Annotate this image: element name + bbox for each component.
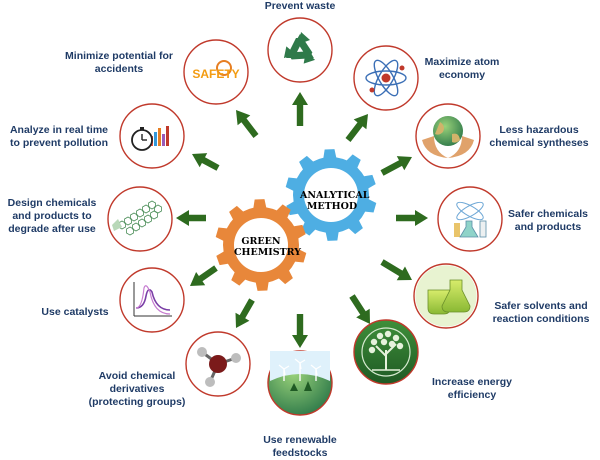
arrow-6 (349, 294, 370, 324)
principle-label-maximize-atom-economy: Maximize atom economy (424, 56, 500, 81)
arrow-11 (192, 153, 220, 171)
principle-label-prevent-waste: Prevent waste (264, 0, 336, 12)
tree-icon (353, 319, 419, 385)
green-chemistry-gear-label: GREEN CHEMISTRY (234, 236, 302, 258)
gears-group (215, 149, 377, 291)
earth-turbines-icon (267, 350, 333, 416)
arrow-5 (380, 259, 412, 281)
safety-icon-text: SAFETY (192, 67, 239, 81)
green-chemistry-gear (215, 199, 307, 291)
principle-label-less-hazardous-syntheses: Less hazardous chemical syntheses (489, 124, 589, 149)
principle-label-increase-energy-efficiency: Increase energy efficiency (432, 376, 512, 401)
lab-flasks-icon (437, 186, 503, 252)
hands-earth-icon (415, 103, 481, 169)
arrow-12 (236, 110, 259, 138)
recycle-icon (267, 17, 333, 83)
principle-label-avoid-chemical-derivatives: Avoid chemical derivatives (protecting g… (88, 370, 186, 408)
arrow-8 (235, 298, 255, 328)
principle-label-analyze-real-time: Analyze in real time to prevent pollutio… (9, 124, 109, 149)
principle-label-use-renewable-feedstocks: Use renewable feedstocks (263, 434, 337, 459)
arrow-2 (345, 114, 368, 142)
arrow-10 (176, 210, 206, 226)
principle-label-use-catalysts: Use catalysts (41, 306, 109, 318)
atom-icon (353, 45, 419, 111)
green-beakers-icon (413, 263, 479, 329)
principle-label-minimize-accidents: Minimize potential for accidents (65, 50, 173, 75)
catalysis-curve-icon (119, 267, 185, 333)
safety-icon: SAFETY (183, 39, 249, 105)
arrow-4 (396, 210, 428, 226)
polymer-chain-icon (107, 186, 173, 252)
arrow-3 (380, 156, 412, 176)
stopwatch-chart-icon (119, 103, 185, 169)
arrow-9 (190, 265, 218, 286)
arrows-group (176, 92, 428, 348)
icons-group: SAFETY (107, 17, 503, 416)
principle-label-design-to-degrade: Design chemicals and products to degrade… (7, 197, 97, 235)
principle-label-safer-solvents: Safer solvents and reaction conditions (492, 300, 590, 325)
analytical-method-gear-label: ANALYTICAL METHOD (300, 190, 370, 212)
arrow-7 (292, 314, 308, 348)
molecule-icon (185, 331, 251, 397)
analytical-method-gear (285, 149, 377, 241)
arrow-1 (292, 92, 308, 126)
principle-label-safer-chemicals: Safer chemicals and products (508, 208, 588, 233)
